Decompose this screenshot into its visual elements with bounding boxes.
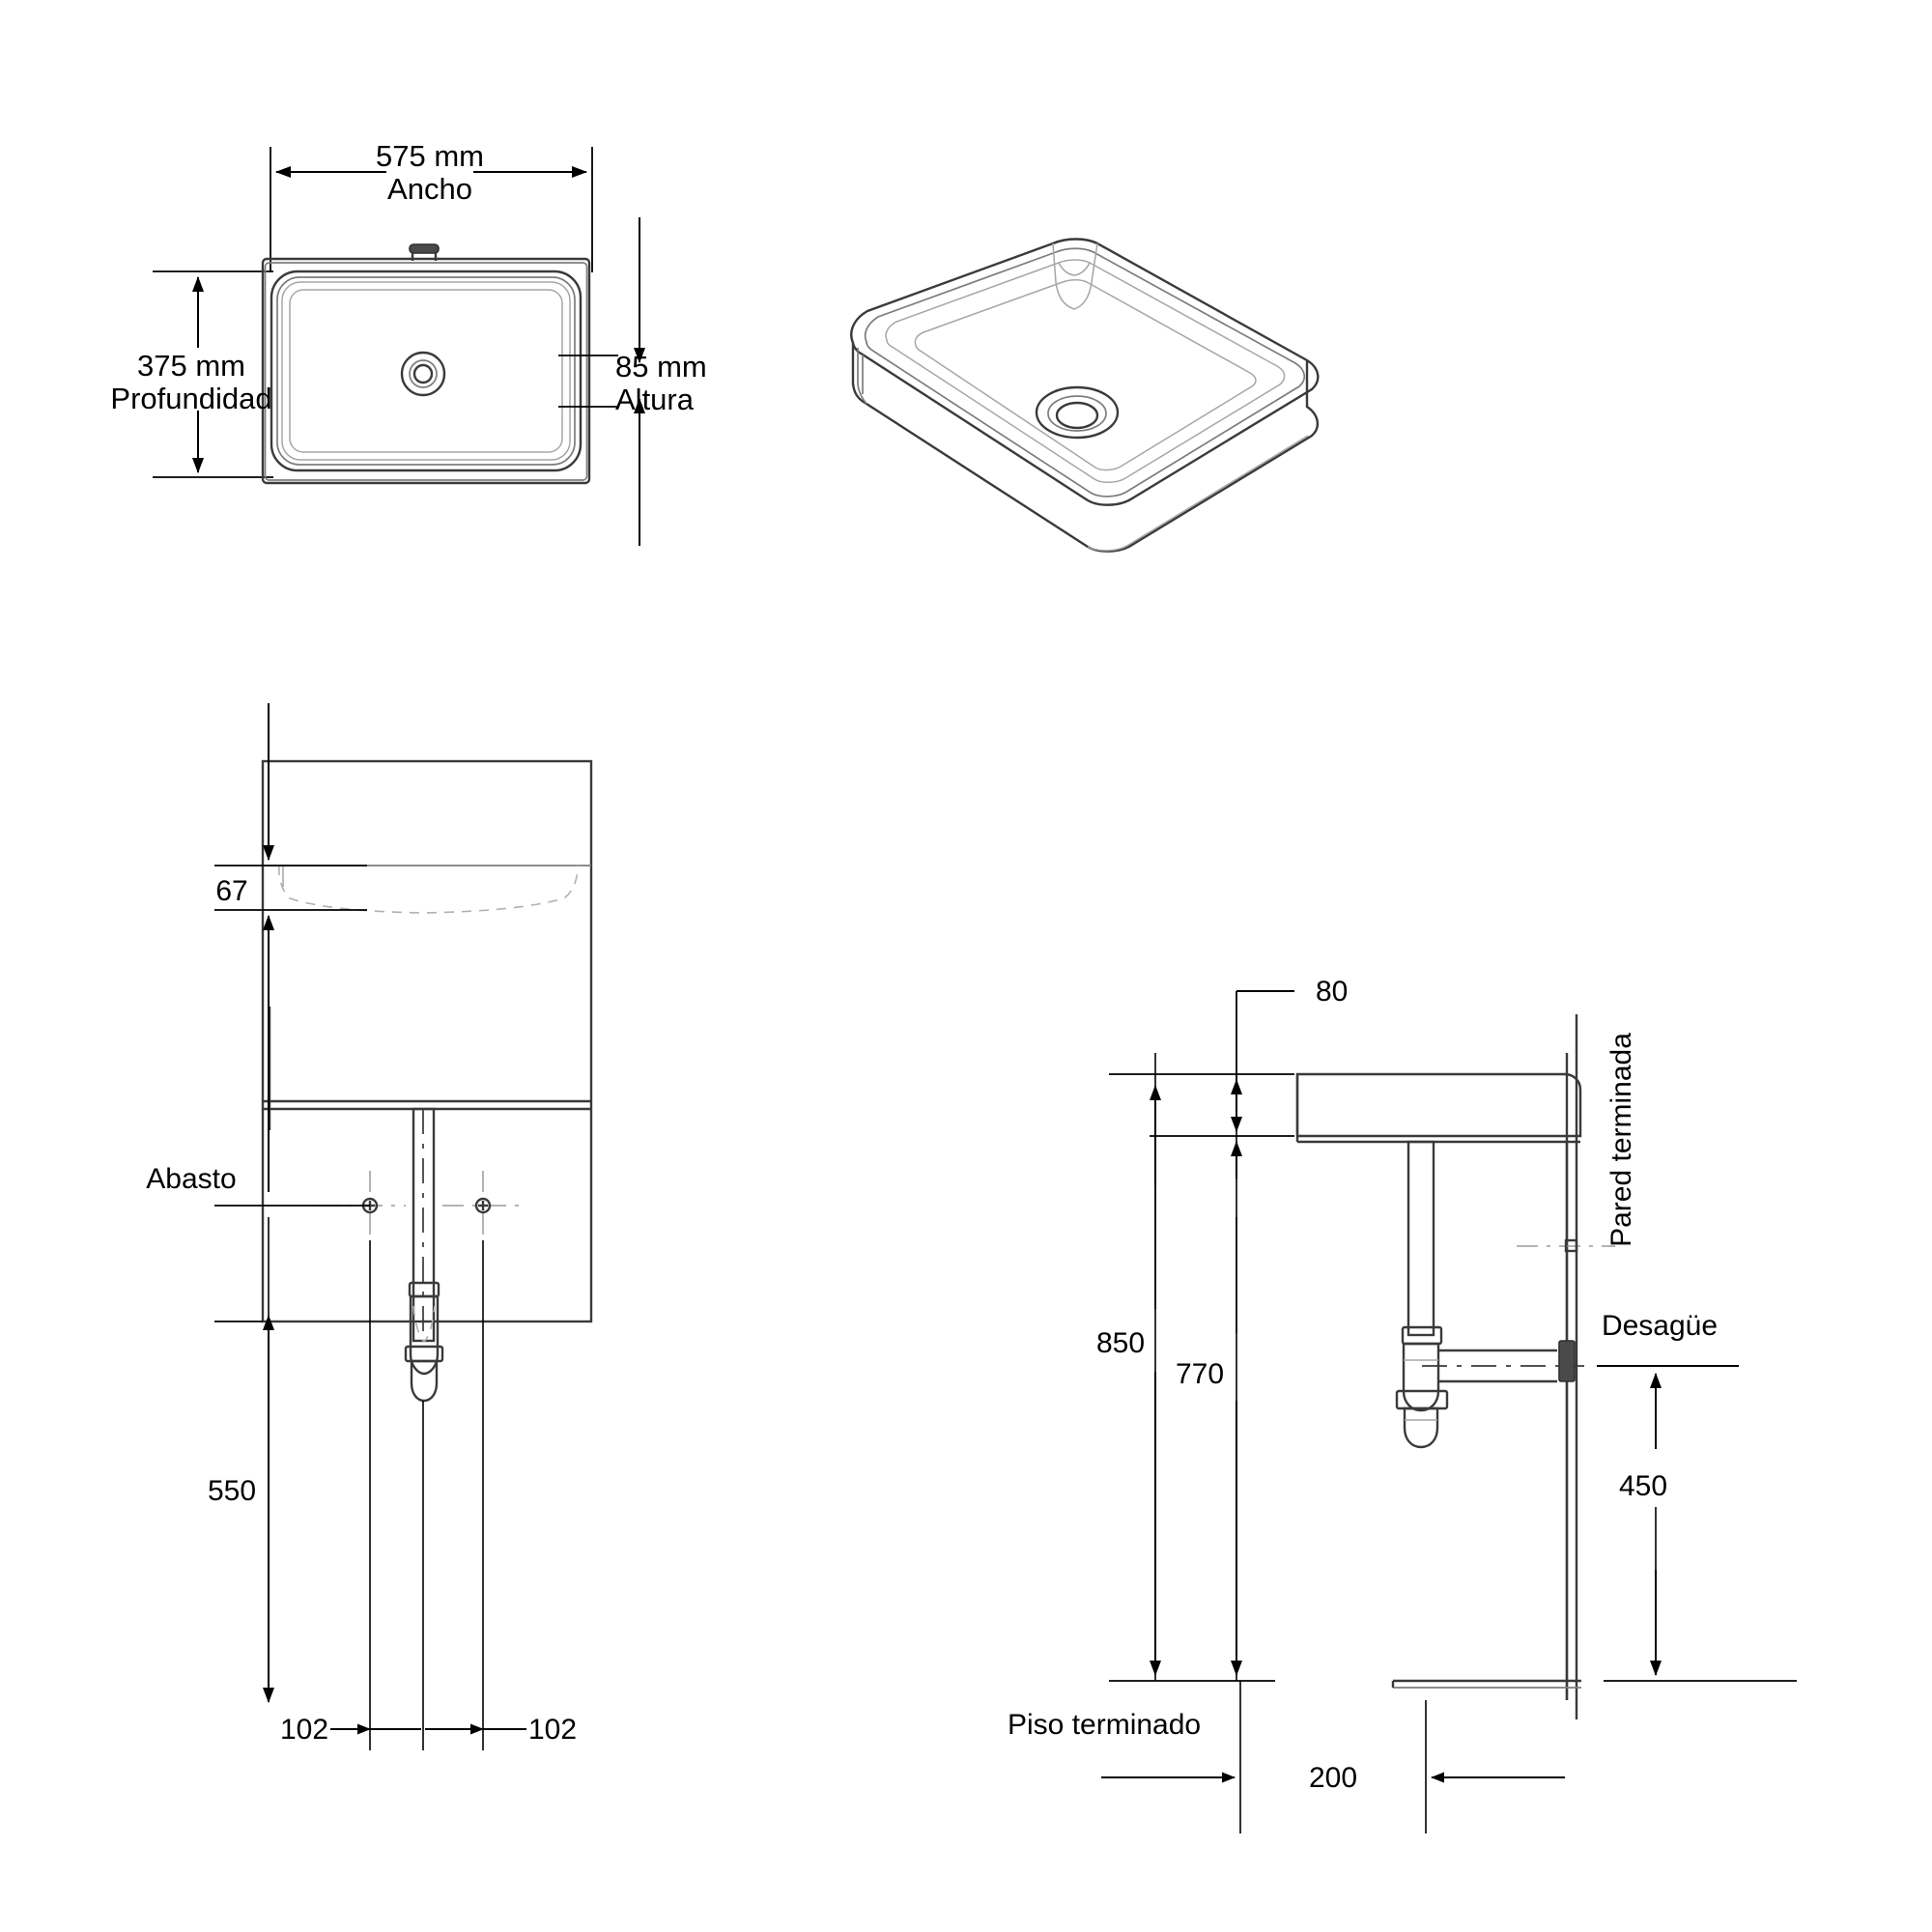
side-trap-cup <box>1403 1406 1439 1449</box>
iso-bottom-rim-line2 <box>1087 435 1309 552</box>
iso-drain-inner <box>1055 401 1099 430</box>
view-isometric <box>850 238 1320 553</box>
label-depth-name: Profundidad <box>110 382 271 415</box>
sink-bowl-outline-1 <box>270 270 582 472</box>
label-200: 200 <box>1309 1762 1357 1794</box>
label-450: 450 <box>1619 1470 1667 1502</box>
iso-corner-edge-a <box>1052 242 1057 283</box>
drain-outer-ring <box>400 351 446 397</box>
side-drain-tailpipe <box>1406 1140 1435 1337</box>
side-sink-body <box>1295 1072 1582 1138</box>
wall-panel <box>261 759 593 1323</box>
trap-water-seal-hidden <box>412 1305 436 1344</box>
supply-stub-port <box>1564 1238 1578 1253</box>
view-front-elevation: 67 Abasto 550 102 102 <box>146 703 593 1750</box>
label-550: 550 <box>208 1475 256 1507</box>
drain-outlet-escutcheon <box>1558 1340 1576 1382</box>
label-pared-terminada: Pared terminada <box>1605 1033 1637 1247</box>
iso-basin-floor <box>914 279 1257 471</box>
sink-outer-rim-inner <box>264 262 588 481</box>
sink-outer-rim <box>261 257 591 485</box>
label-height-name: Altura <box>615 383 695 416</box>
label-height-value: 85 mm <box>615 350 707 384</box>
label-desague: Desagüe <box>1602 1310 1718 1342</box>
faucet-tab-icon <box>409 243 440 254</box>
iso-basin-top-edge <box>885 259 1286 483</box>
label-850: 850 <box>1096 1327 1145 1359</box>
view-side-elevation: 80 850 770 Desagüe 450 Pared terminada P… <box>1008 976 1797 1833</box>
iso-corner-edge-b <box>1091 242 1098 283</box>
view-top-plan: 575 mm Ancho 375 mm Profundidad 85 mm Al… <box>110 139 707 546</box>
iso-corner-fillet <box>1055 281 1093 310</box>
label-102-right: 102 <box>528 1714 577 1746</box>
trap-cup <box>410 1359 439 1403</box>
iso-outer-top-rim <box>850 238 1320 506</box>
iso-left-side-face <box>851 343 1320 553</box>
label-depth-value: 375 mm <box>137 349 245 383</box>
drain-middle-ring <box>409 359 438 388</box>
label-770: 770 <box>1176 1358 1224 1390</box>
sink-bowl-outline-3 <box>281 281 571 461</box>
iso-inner-rim-outline <box>864 247 1306 497</box>
label-80: 80 <box>1316 976 1348 1008</box>
abasto-right-port <box>474 1197 492 1214</box>
bowl-underside-profile <box>278 865 579 914</box>
sink-bowl-outline-4 <box>289 289 563 453</box>
label-piso-terminado: Piso terminado <box>1008 1709 1201 1741</box>
iso-corner-fillet-2 <box>1058 262 1091 276</box>
iso-drain-outer <box>1035 385 1120 440</box>
sink-bowl-outline-2 <box>276 276 576 466</box>
label-67: 67 <box>215 875 247 907</box>
iso-drain-middle <box>1047 395 1107 432</box>
drain-inner-ring <box>412 363 434 384</box>
iso-bottom-rim-line <box>857 348 867 405</box>
label-width-name: Ancho <box>387 172 472 206</box>
label-width-value: 575 mm <box>376 139 484 173</box>
label-abasto: Abasto <box>146 1163 236 1195</box>
label-102-left: 102 <box>280 1714 328 1746</box>
side-trap-body <box>1402 1342 1440 1412</box>
